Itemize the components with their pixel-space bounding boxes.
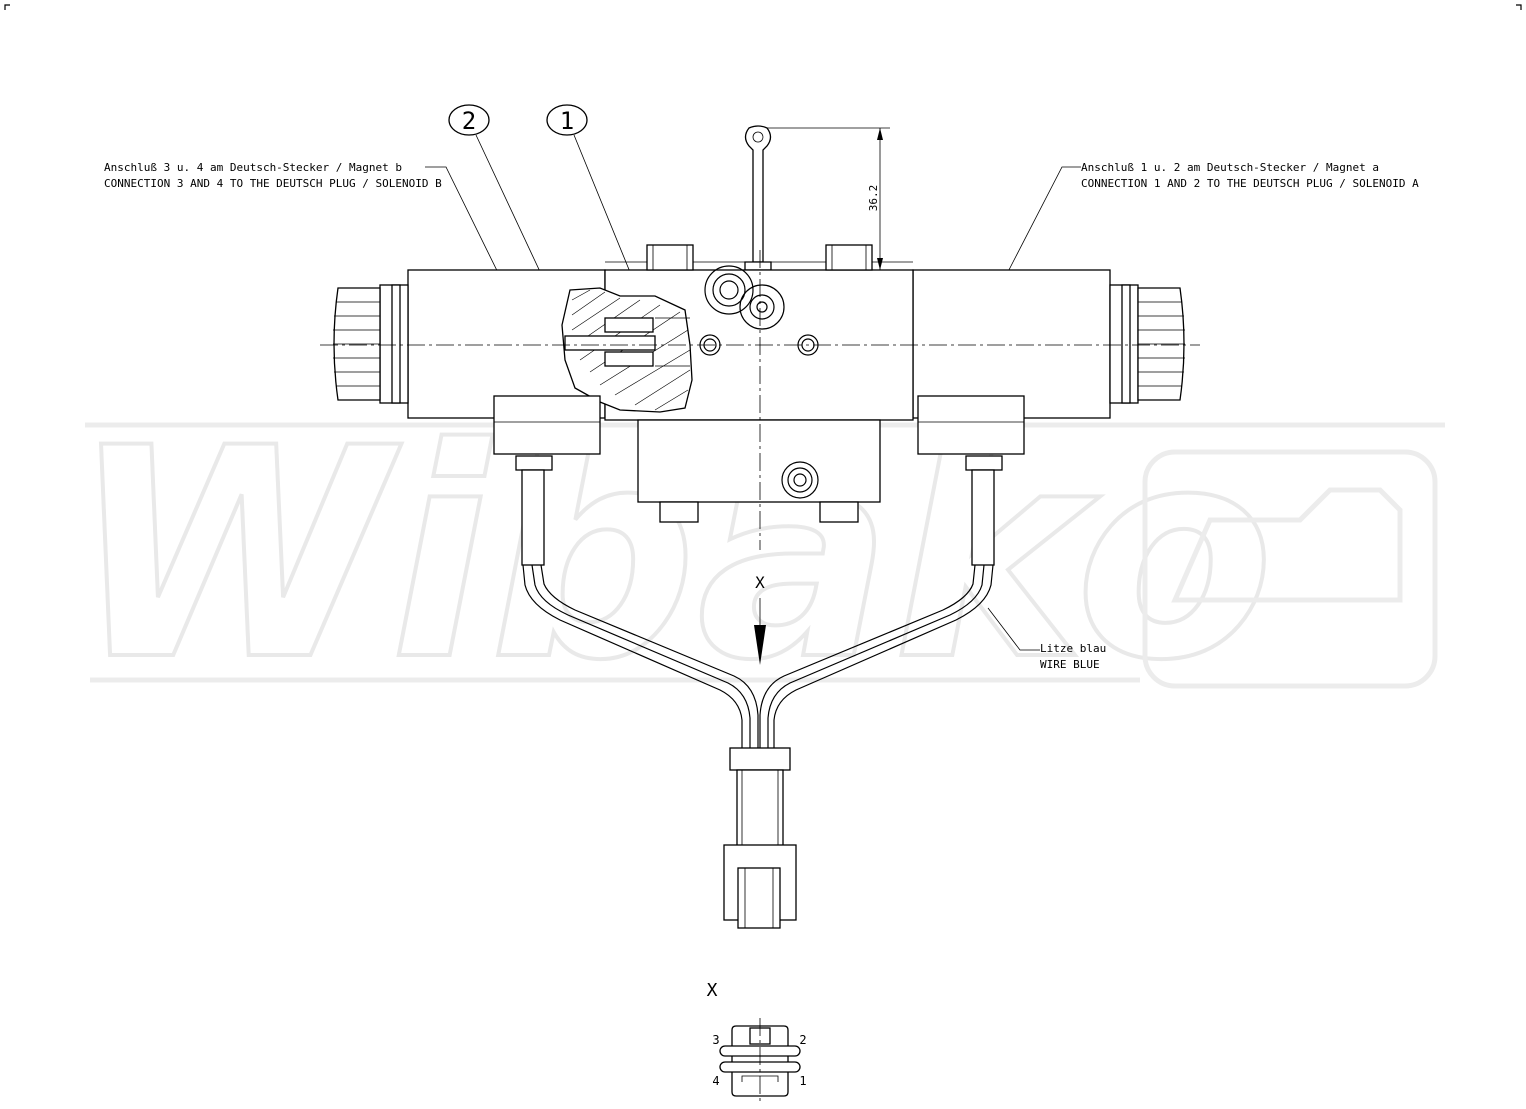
watermark-logo-box <box>1142 449 1438 689</box>
wire-leader-line <box>987 607 1040 651</box>
right-label-german: Anschluß 1 u. 2 am Deutsch-Stecker / Mag… <box>1081 161 1379 174</box>
plug-pin-2: 2 <box>799 1033 806 1047</box>
lower-subplate <box>637 419 881 523</box>
wire-label-english: WIRE BLUE <box>1040 658 1100 671</box>
sectioned-cutaway <box>561 287 693 413</box>
plug-pin-4: 4 <box>712 1074 719 1088</box>
dimension-36-2: 36.2 <box>758 127 890 270</box>
solenoid-a-right <box>912 269 1185 419</box>
callout-1-number: 1 <box>560 107 574 135</box>
callout-2: 2 <box>448 104 552 296</box>
right-label-english: CONNECTION 1 AND 2 TO THE DEUTSCH PLUG /… <box>1081 177 1419 190</box>
wire-label-german: Litze blau <box>1040 642 1106 655</box>
left-label-german: Anschluß 3 u. 4 am Deutsch-Stecker / Mag… <box>104 161 402 174</box>
centerlines <box>320 250 1200 550</box>
manual-override-lever <box>744 125 772 271</box>
right-leader-line <box>994 166 1081 298</box>
right-connector-housing <box>917 395 1025 566</box>
plug-pin-1: 1 <box>799 1074 806 1088</box>
left-leader-line <box>425 166 511 298</box>
view-arrow: X <box>754 573 766 665</box>
sheet-corner-marks <box>4 4 1522 10</box>
detail-view-title: X <box>707 980 718 1001</box>
dimension-value: 36.2 <box>867 185 880 212</box>
callout-2-number: 2 <box>462 107 476 135</box>
view-marker-label: X <box>755 573 765 592</box>
left-connector-housing <box>493 395 601 566</box>
left-label-english: CONNECTION 3 AND 4 TO THE DEUTSCH PLUG /… <box>104 177 442 190</box>
deutsch-plug <box>723 747 797 929</box>
plug-pin-3: 3 <box>712 1033 719 1047</box>
cables <box>522 564 994 748</box>
detail-view-x: X 3 2 4 1 <box>707 980 807 1105</box>
callout-1: 1 <box>546 104 632 275</box>
